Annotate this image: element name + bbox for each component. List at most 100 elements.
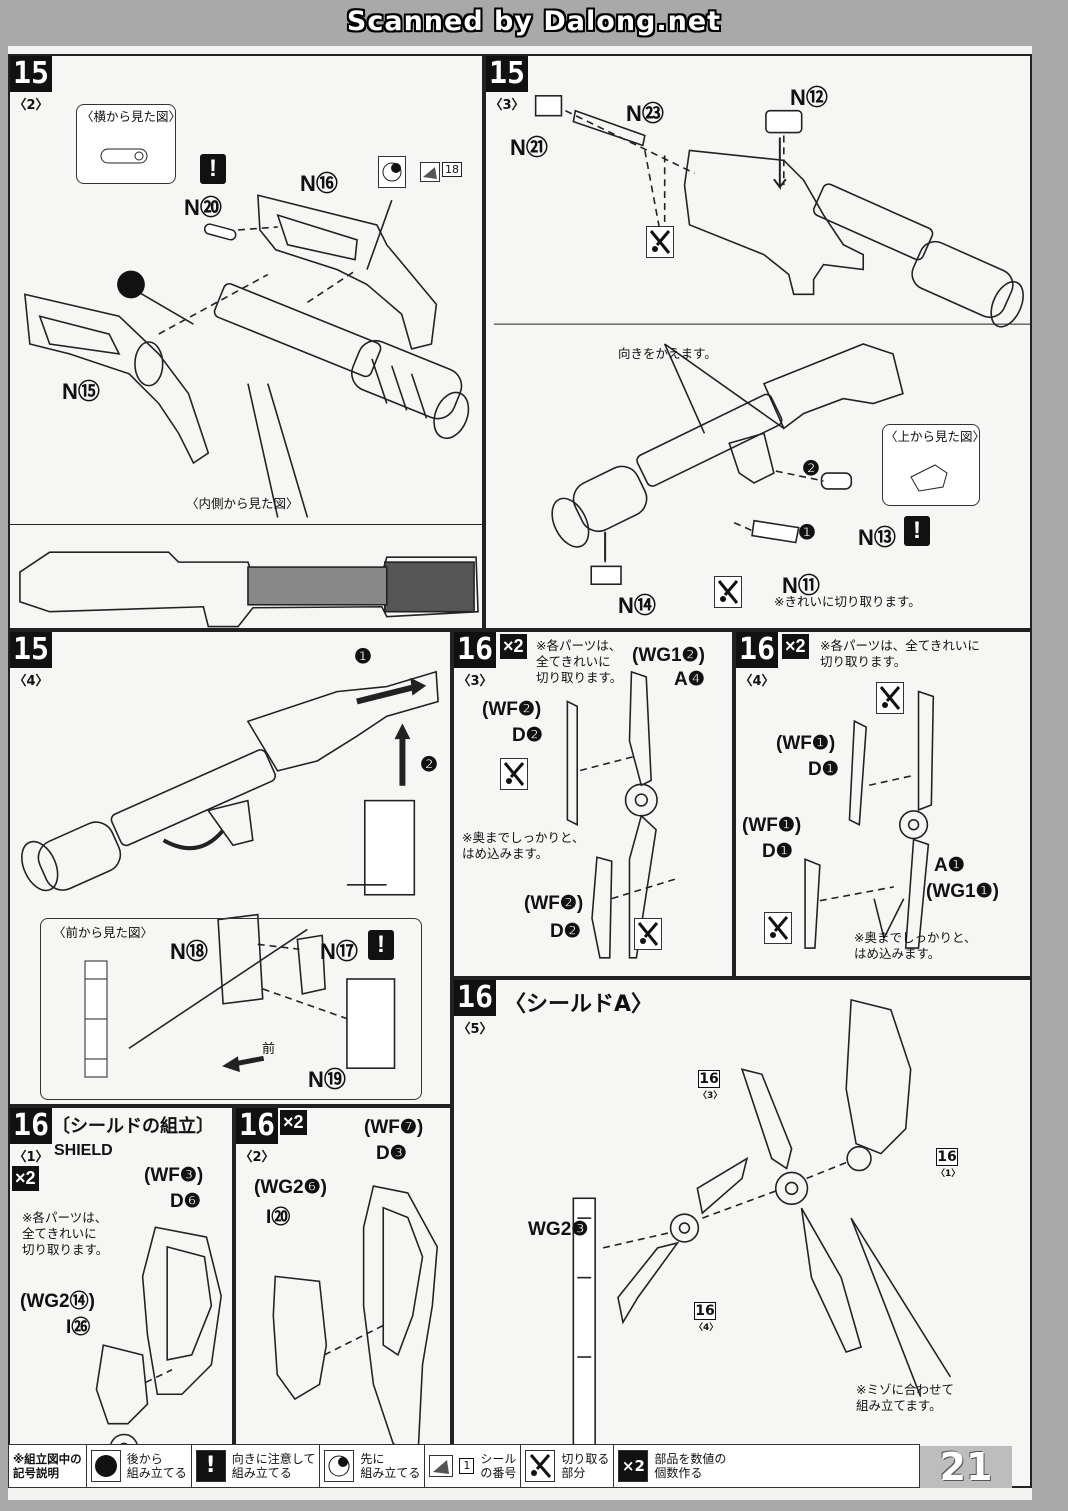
inner-view-label: 〈内側から見た図〉 [186,496,299,511]
orientation-warning-icon: ! [904,516,930,546]
legend-item-assemble-first: 先に 組み立てる [320,1445,426,1487]
nipper-icon [714,576,742,608]
step-badge: 16〈4〉 [736,632,778,689]
part-label-d1-top: D❶ [808,759,839,780]
step-2-marker: ❷ [420,754,438,776]
ref-step-16-1: 16〈1〉 [936,1148,961,1179]
orientation-warning-icon: ! [368,930,394,960]
exclamation-icon: ! [195,1450,226,1482]
legend-text: 部品を数値の 個数作る [654,1452,727,1480]
part-label-wg1-1: (WG1❶) [926,881,999,902]
part-label-n15: N⑮ [62,379,100,404]
legend-text: 先に 組み立てる [360,1452,421,1480]
part-label-wg2-14: (WG2⑭) [20,1291,95,1312]
part-label-n12: N⑫ [790,85,828,110]
panel-step-16-5: 16〈5〉 〈シールドA〉 16〈3〉 16〈1〉 WG2❸ 16〈4〉 ※ミゾ… [452,978,1032,1488]
rifle-assembly-diagram-15-3 [493,95,1030,586]
press-fully-note: ※奥までしっかりと、 はめ込みます。 [462,830,585,861]
black-circle-icon [90,1450,121,1482]
seal-number: 18 [442,162,462,177]
part-label-i20: I⑳ [266,1207,291,1228]
legend-item-quantity: ×2 部品を数値の 個数作る [614,1445,730,1487]
cut-cleanly-note: ※きれいに切り取ります。 [774,594,921,609]
legend-text: 切り取る 部分 [561,1452,610,1480]
part-label-n23: N㉓ [626,101,664,126]
part-label-d2-top: D❷ [512,725,543,746]
white-circle-icon [378,156,406,188]
cut-all-note: ※各パーツは、 全てきれいに 切り取ります。 [22,1210,109,1257]
shield-wing-diagram-16-3 [566,670,677,959]
legend-item-seal: 1 シール の番号 [425,1445,522,1487]
part-label-a1: A❶ [934,855,965,876]
cut-all-note: ※各パーツは、全てきれいに 切り取ります。 [820,638,980,669]
panel-step-16-3: 16〈3〉 ×2 ※各パーツは、 全てきれいに 切り取ります。 (WG1❷) A… [452,630,734,978]
part-label-n14: N⑭ [618,593,656,618]
top-view-label: 〈上から見た図〉 [885,429,986,444]
step-1-marker: ❶ [798,522,816,544]
orientation-warning-icon: ! [200,154,226,184]
part-label-a4: A❹ [674,669,705,690]
part-label-wf2-top: (WF❷) [482,699,542,720]
part-label-n21: N㉑ [510,135,548,160]
panel-step-15-3: 15〈3〉 N㉑ N㉓ N⑫ 向きをかえます。 〈上から見た図〉 ❷ ❶ N⑬ … [484,54,1032,630]
shield-assembly-title: 〔シールドの組立〕 [52,1116,214,1137]
nipper-icon [876,682,904,714]
legend-text: 後から 組み立てる [126,1452,187,1480]
x2-icon: ×2 [618,1450,649,1482]
panel-step-16-1: 16〈1〉 〔シールドの組立〕 SHIELD ×2 (WF❸) D❻ ※各パーツ… [8,1106,234,1488]
part-label-wf3: (WF❸) [144,1165,204,1186]
shield-wing-diagram-16-4 [804,690,935,949]
part-label-wf7: (WF❼) [364,1117,424,1138]
seal-indicator: 18 [378,156,468,190]
part-label-d2-bottom: D❷ [550,921,581,942]
part-label-n19: N⑲ [308,1067,346,1092]
part-label-wg1-2: (WG1❷) [632,645,705,666]
panel-step-16-4: 16〈4〉 ×2 ※各パーツは、全てきれいに 切り取ります。 (WF❶) D❶ … [734,630,1032,978]
part-label-d3: D❸ [376,1143,407,1164]
instruction-page: 15〈2〉 〈横から見た図〉 ! N⑳ N⑯ N⑮ 18 〈内側から見た図〉 [8,46,1032,1500]
rifle-assembly-diagram-15-4 [21,670,439,1073]
part-label-n17: N⑰ [320,939,358,964]
legend-item-cut: 切り取る 部分 [521,1445,615,1487]
cut-all-note: ※各パーツは、 全てきれいに 切り取ります。 [536,638,623,685]
seal-icon [420,162,440,182]
scan-credit: Scanned by Dalong.net [346,6,722,37]
press-fully-note: ※奥までしっかりと、 はめ込みます。 [854,930,977,961]
step-2-marker: ❷ [802,458,820,480]
legend-title: ※組立図中の 記号説明 [9,1445,87,1487]
legend-item-orientation: ! 向きに注意して 組み立てる [192,1445,321,1487]
seal-number-sample: 1 [459,1458,475,1474]
part-label-n11: N⑪ [782,573,820,598]
part-label-wf1-top: (WF❶) [776,733,836,754]
step-badge: 15〈2〉 [10,56,52,113]
nipper-icon [646,226,674,258]
nipper-icon [525,1450,556,1482]
side-view-inset: 〈横から見た図〉 [76,104,181,184]
shield-a-title: 〈シールドA〉 [504,992,654,1017]
ref-step-16-4: 16〈4〉 [694,1302,719,1333]
top-view-inset: 〈上から見た図〉 [882,424,985,506]
white-circle-icon [324,1450,355,1482]
part-label-n18: N⑱ [170,939,208,964]
quantity-x2-badge: ×2 [500,634,527,659]
legend-text: 向きに注意して 組み立てる [231,1452,316,1480]
step-badge: 16〈2〉 [236,1108,278,1165]
seal-icon [429,1455,454,1477]
quantity-x2-badge: ×2 [782,634,809,659]
nipper-icon [634,918,662,950]
step-badge: 16〈5〉 [454,980,496,1037]
legend-item-assemble-later: 後から 組み立てる [87,1445,192,1487]
panel-step-15-4: 15〈4〉 ❶ ❷ 〈前から見た図〉 N⑱ N⑰ ! 前 N⑲ [8,630,452,1106]
part-label-wg2-3: WG2❸ [528,1219,589,1240]
side-view-label: 〈横から見た図〉 [81,109,182,124]
part-label-wf2-bottom: (WF❷) [524,893,584,914]
symbol-legend: ※組立図中の 記号説明 後から 組み立てる ! 向きに注意して 組み立てる 先に… [8,1444,920,1488]
align-groove-note: ※ミゾに合わせて 組み立てます。 [856,1382,954,1413]
part-label-wg2-6: (WG2❻) [254,1177,327,1198]
shield-a-diagram-16-5 [572,998,952,1467]
turn-around-note: 向きをかえます。 [618,346,717,361]
ref-step-16-3: 16〈3〉 [698,1070,723,1101]
part-label-i26: I㉖ [66,1317,91,1338]
part-label-n16: N⑯ [300,171,338,196]
part-label-n13: N⑬ [858,525,896,550]
